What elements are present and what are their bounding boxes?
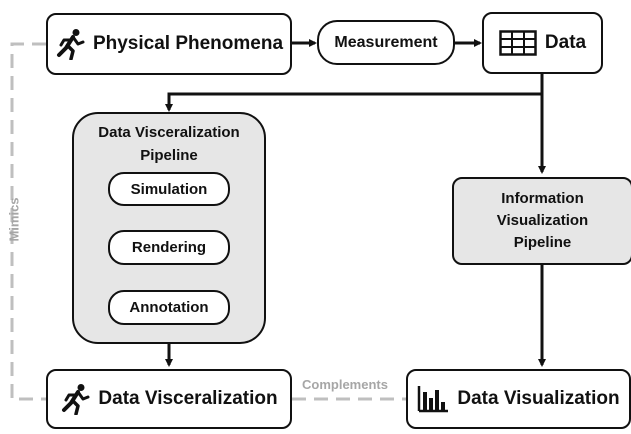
- simulation-node: Simulation: [108, 172, 230, 206]
- data-visceralization-pipeline-node: Data Visceralization Pipeline: [72, 112, 266, 344]
- rendering-node: Rendering: [108, 230, 230, 265]
- dv-pipeline-title-line2: Pipeline: [140, 147, 198, 164]
- running-person-icon: [55, 28, 85, 60]
- rendering-label: Rendering: [131, 239, 207, 256]
- iv-pipeline-title-line3: Pipeline: [513, 234, 572, 251]
- data-visceralization-node: Data Visceralization: [46, 369, 292, 429]
- bar-chart-icon: [417, 384, 449, 414]
- mimics-label: Mimics: [6, 197, 22, 242]
- data-label: Data: [544, 32, 587, 53]
- dv-pipeline-title-line1: Data Visceralization: [98, 124, 240, 141]
- arrow-data-split: [165, 74, 544, 112]
- simulation-label: Simulation: [130, 180, 208, 198]
- information-visualization-pipeline-node: Information Visualization Pipeline: [452, 177, 631, 265]
- iv-pipeline-title-line2: Visualization: [496, 212, 589, 229]
- data-node: Data: [482, 12, 603, 74]
- table-grid-icon: [499, 30, 537, 56]
- annotation-label: Annotation: [129, 299, 209, 316]
- measurement-node: Measurement: [317, 20, 455, 65]
- annotation-node: Annotation: [108, 290, 230, 325]
- running-person-icon: [60, 383, 90, 415]
- data-visualization-node: Data Visualization: [406, 369, 631, 429]
- complements-label: Complements: [302, 377, 388, 392]
- data-visualization-label: Data Visualization: [457, 388, 620, 409]
- mimics-edge: [10, 42, 46, 401]
- iv-pipeline-title-line1: Information: [501, 190, 584, 207]
- measurement-label: Measurement: [334, 33, 438, 51]
- physical-phenomena-label: Physical Phenomena: [92, 33, 284, 54]
- data-visceralization-label: Data Visceralization: [98, 388, 278, 409]
- physical-phenomena-node: Physical Phenomena: [46, 13, 292, 75]
